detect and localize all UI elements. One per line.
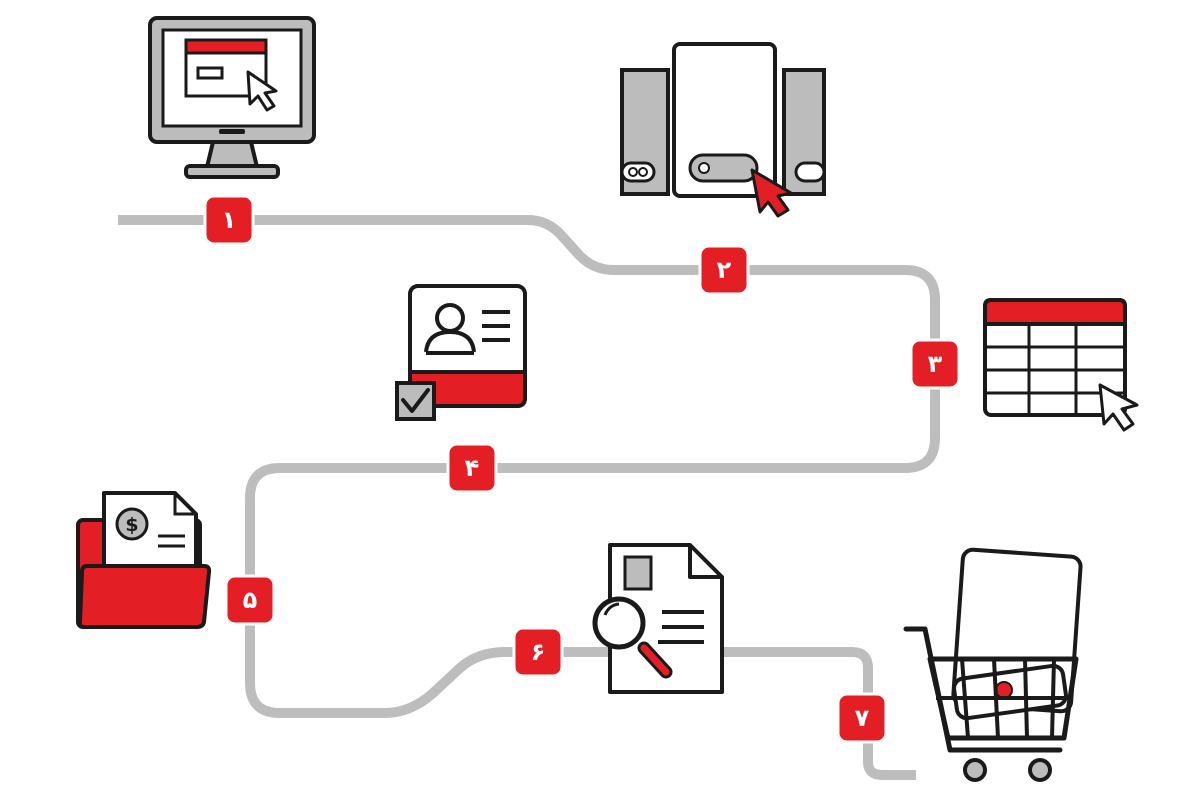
step-badge-7: ۷	[836, 692, 888, 744]
step-number: ۷	[855, 704, 870, 732]
monitor-icon	[148, 16, 316, 179]
step-number: ۱	[222, 206, 237, 234]
profile-card-icon	[395, 284, 527, 421]
step-number: ۵	[243, 586, 258, 614]
step-badge-1: ۱	[203, 194, 255, 246]
table-icon	[983, 298, 1139, 432]
step-number: ۲	[717, 256, 732, 284]
step-number: ۴	[465, 454, 480, 482]
step-badge-4: ۴	[446, 442, 498, 494]
step-number: ۳	[928, 350, 943, 378]
servers-icon	[620, 42, 826, 218]
document-search-icon	[592, 543, 724, 694]
step-badge-5: ۵	[224, 574, 276, 626]
svg-text:$: $	[125, 514, 138, 536]
step-number: ۶	[531, 638, 546, 666]
shopping-cart-icon	[903, 547, 1083, 782]
invoice-folder-icon: $	[76, 491, 212, 629]
step-badge-3: ۳	[909, 338, 961, 390]
step-badge-2: ۲	[698, 244, 750, 296]
step-badge-6: ۶	[512, 626, 564, 678]
